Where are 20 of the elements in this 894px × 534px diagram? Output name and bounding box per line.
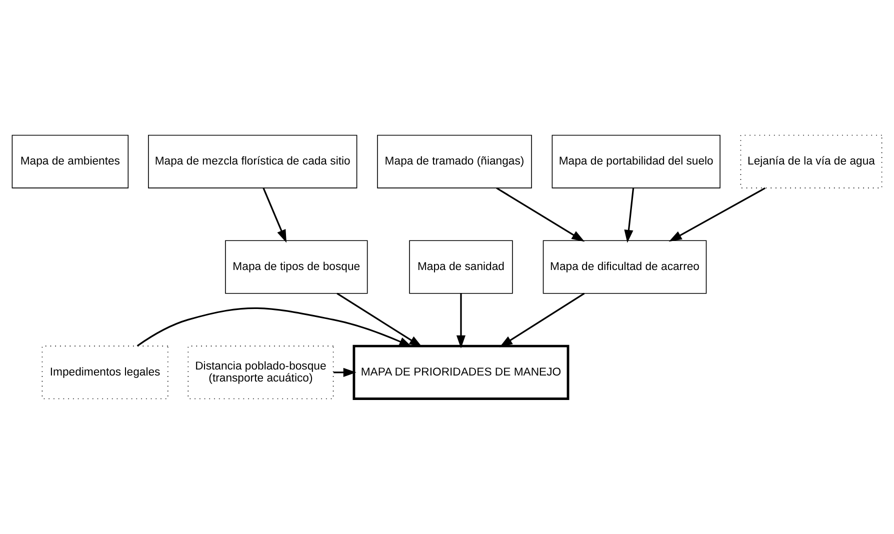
- arrow: [262, 188, 286, 243]
- node-box: Mapa de portabilidad del suelo: [552, 134, 720, 188]
- node-box: Mapa de tipos de bosque: [225, 240, 368, 294]
- node-box: Mapa de sanidad: [409, 240, 513, 294]
- node-box: Mapa de mezcla florística de cada sitio: [148, 134, 358, 188]
- arrow: [136, 307, 412, 347]
- node-box: Mapa de ambientes: [12, 134, 129, 188]
- arrow: [333, 368, 356, 377]
- node-box: Distancia poblado-bosque (transporte acuático): [188, 346, 334, 400]
- arrow: [624, 188, 634, 243]
- node-box: MAPA DE PRIORIDADES DE MANEJO: [352, 344, 570, 400]
- node-box: Mapa de tramado (ñiangas): [377, 134, 532, 188]
- arrow: [500, 292, 585, 348]
- node-box: Mapa de dificultad de acarreo: [542, 240, 707, 294]
- arrow: [668, 187, 766, 242]
- arrow: [456, 293, 466, 348]
- arrow: [336, 292, 422, 348]
- node-box: Lejanía de la vía de agua: [740, 134, 882, 188]
- node-box: Impedimentos legales: [42, 346, 168, 400]
- arrow: [496, 187, 585, 242]
